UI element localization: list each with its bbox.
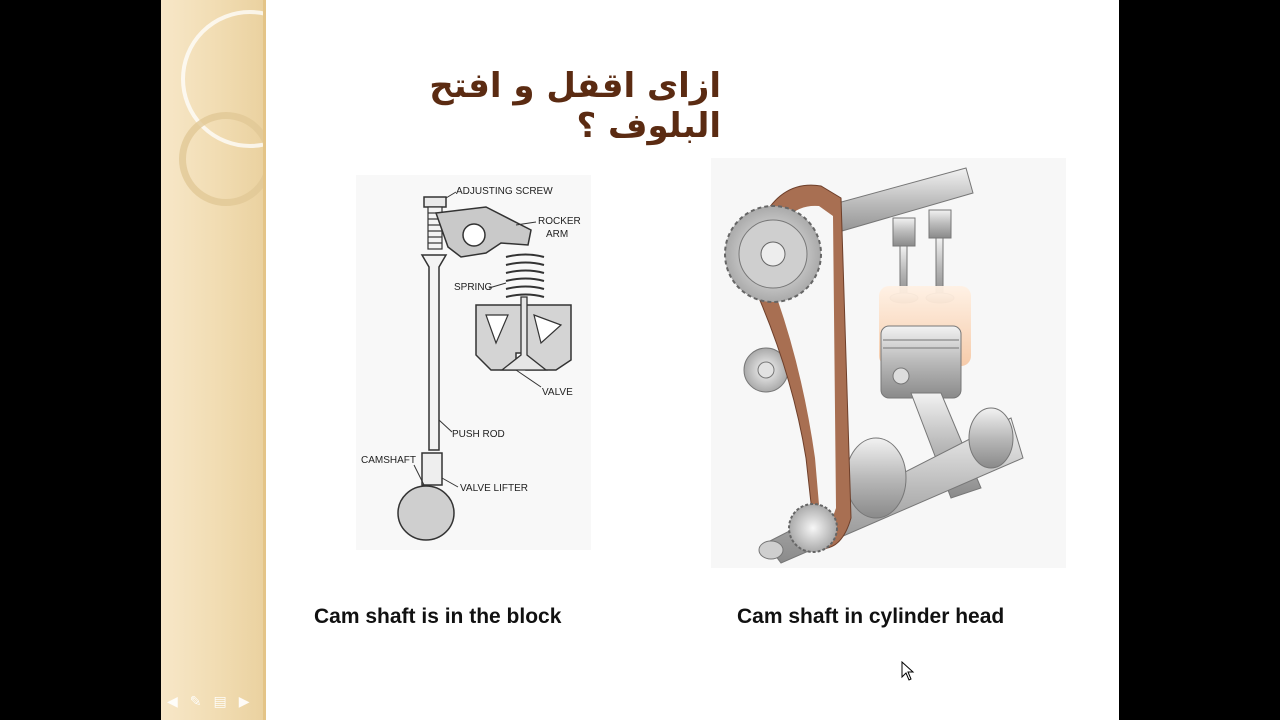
- slide-title: ازای اقفل و افتح البلوف ؟: [429, 66, 721, 146]
- pushrod-valve-diagram: ADJUSTING SCREW ROCKER ARM SPRING VALVE …: [356, 175, 591, 550]
- overhead-cam-illustration: [711, 158, 1066, 568]
- label-valve-lifter: VALVE LIFTER: [460, 483, 528, 494]
- camshaft-lobe: [397, 485, 455, 541]
- piston-pin: [892, 367, 910, 385]
- next-slide-icon[interactable]: ▶: [238, 693, 250, 709]
- decorative-ring: [179, 112, 266, 206]
- left-figure-caption: Cam shaft is in the block: [314, 605, 562, 628]
- label-adjusting-screw: ADJUSTING SCREW: [456, 186, 553, 197]
- push-rod: [420, 254, 448, 451]
- adjusting-screw-head: [423, 196, 447, 208]
- label-arm: ARM: [546, 229, 568, 240]
- mouse-cursor-icon: [901, 661, 915, 681]
- valve-stem: [500, 296, 548, 371]
- intake-port: [485, 314, 509, 345]
- previous-slide-icon[interactable]: ◀: [167, 693, 178, 709]
- crank-gear: [788, 503, 838, 553]
- label-rocker: ROCKER: [538, 216, 581, 227]
- label-camshaft: CAMSHAFT: [361, 455, 416, 466]
- rocker-pivot: [462, 223, 486, 247]
- piston-rings: [883, 339, 959, 349]
- right-figure-caption: Cam shaft in cylinder head: [737, 605, 1005, 628]
- crankshaft-nose: [758, 540, 784, 560]
- slideshow-nav-controls: ◀ ✎ ▤ ▶: [167, 694, 250, 708]
- pen-icon[interactable]: ✎: [189, 693, 202, 709]
- label-push-rod: PUSH ROD: [452, 429, 505, 440]
- valve-spring: [505, 253, 545, 298]
- crank-counterweight: [845, 437, 907, 519]
- slide: ◀ ✎ ▤ ▶ ازای اقفل و افتح البلوف ؟: [161, 0, 1119, 720]
- exhaust-port: [533, 314, 563, 345]
- menu-icon[interactable]: ▤: [213, 693, 227, 709]
- leader-lines: [413, 191, 542, 488]
- cam-gear-bolt: [760, 241, 786, 267]
- piston: [880, 325, 962, 399]
- crank-counterweight: [968, 407, 1014, 469]
- label-spring: SPRING: [454, 282, 493, 293]
- valve-lifter: [421, 452, 443, 486]
- slide-side-band: ◀ ✎ ▤ ▶: [161, 0, 266, 720]
- label-valve: VALVE: [542, 387, 573, 398]
